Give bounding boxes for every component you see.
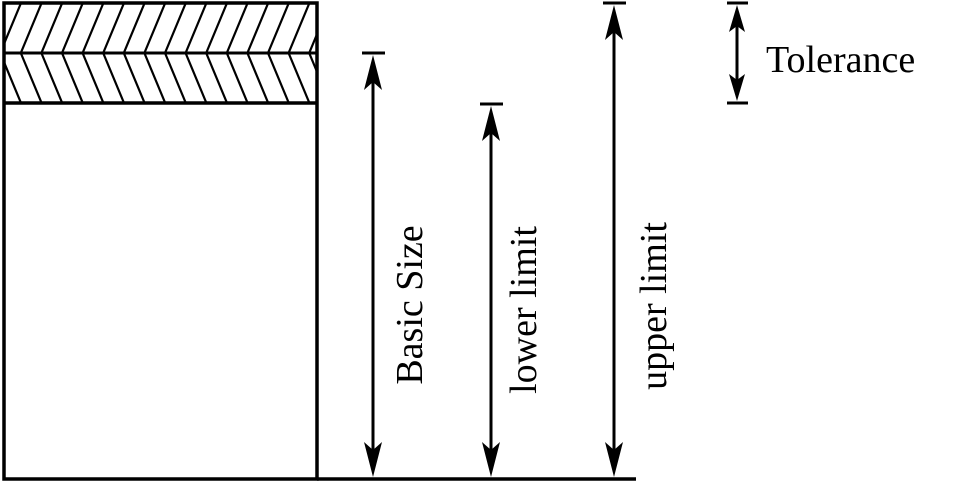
hatch-band-lower bbox=[4, 54, 350, 102]
arrow-up-icon bbox=[605, 5, 623, 40]
hatch-line bbox=[267, 4, 290, 52]
hatch-line bbox=[246, 54, 269, 102]
arrow-down-icon bbox=[482, 442, 500, 477]
hatch-line bbox=[330, 54, 350, 102]
upper-limit-dimension: upper limit bbox=[603, 1, 675, 477]
hatch-line bbox=[267, 54, 290, 102]
hatch-line bbox=[330, 4, 350, 52]
hatch-band-upper bbox=[4, 4, 350, 52]
hatch-line bbox=[226, 54, 249, 102]
hatch-line bbox=[81, 54, 105, 102]
upper-limit-label: upper limit bbox=[633, 222, 675, 390]
tolerance-label: Tolerance bbox=[766, 39, 915, 81]
lower-limit-label: lower limit bbox=[503, 226, 545, 394]
lower-limit-dimension: lower limit bbox=[480, 102, 545, 477]
arrow-up-icon bbox=[729, 5, 745, 32]
arrow-up-icon bbox=[364, 55, 382, 90]
hatch-line bbox=[40, 54, 63, 102]
hatch-line bbox=[20, 54, 43, 102]
hatch-line bbox=[143, 4, 166, 52]
hatch-line bbox=[4, 59, 22, 102]
hatch-line bbox=[246, 4, 269, 52]
arrow-up-icon bbox=[482, 106, 500, 141]
hatch-line bbox=[287, 54, 311, 102]
basic-size-label: Basic Size bbox=[389, 225, 431, 384]
hatch-line bbox=[61, 4, 84, 52]
hatch-line bbox=[81, 4, 105, 52]
hatch-line bbox=[143, 54, 166, 102]
hatch-line bbox=[184, 54, 208, 102]
hatch-line bbox=[287, 4, 311, 52]
hatch-line bbox=[4, 4, 22, 47]
hatch-line bbox=[308, 54, 317, 75]
basic-size-dimension: Basic Size bbox=[362, 51, 431, 477]
tolerance-dimension: Tolerance bbox=[727, 1, 915, 105]
hatch-line bbox=[226, 4, 249, 52]
hatch-line bbox=[308, 31, 317, 52]
hatch-line bbox=[205, 54, 228, 102]
arrow-down-icon bbox=[364, 442, 382, 477]
part-outline bbox=[2, 1, 319, 481]
hatch-line bbox=[164, 4, 187, 52]
hatch-line bbox=[61, 54, 84, 102]
hatch-line bbox=[123, 4, 146, 52]
arrow-down-icon bbox=[729, 74, 745, 101]
hatch-line bbox=[205, 4, 228, 52]
hatch-line bbox=[123, 54, 146, 102]
hatch-line bbox=[102, 4, 125, 52]
hatch-line bbox=[20, 4, 43, 52]
hatch-line bbox=[184, 4, 208, 52]
hatch-line bbox=[40, 4, 63, 52]
hatch-line bbox=[164, 54, 187, 102]
arrow-down-icon bbox=[605, 442, 623, 477]
hatch-line bbox=[102, 54, 125, 102]
